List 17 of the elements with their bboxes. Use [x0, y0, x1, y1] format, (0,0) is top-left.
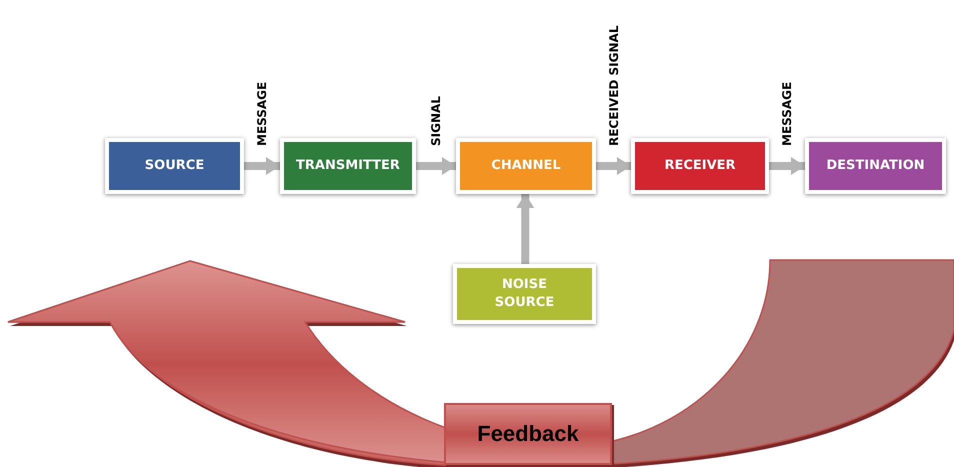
node-label: TRANSMITTER	[296, 157, 400, 175]
node-label: RECEIVER	[664, 157, 736, 175]
arrow	[596, 157, 631, 175]
node-label: CHANNEL	[491, 157, 561, 175]
feedback-box	[444, 403, 612, 465]
arrow	[516, 194, 534, 264]
arrow	[769, 157, 805, 175]
arrow	[416, 157, 456, 175]
arrow	[244, 157, 280, 175]
edge-label: RECEIVED SIGNAL	[606, 26, 620, 146]
node-label: SOURCE	[144, 157, 204, 175]
edge-label: MESSAGE	[255, 82, 269, 146]
node-label: Feedback	[477, 421, 579, 447]
node-label: DESTINATION	[826, 157, 925, 175]
node-label: NOISE SOURCE	[494, 276, 556, 312]
edge-label: SIGNAL	[429, 96, 443, 146]
edge-label: MESSAGE	[780, 82, 794, 146]
